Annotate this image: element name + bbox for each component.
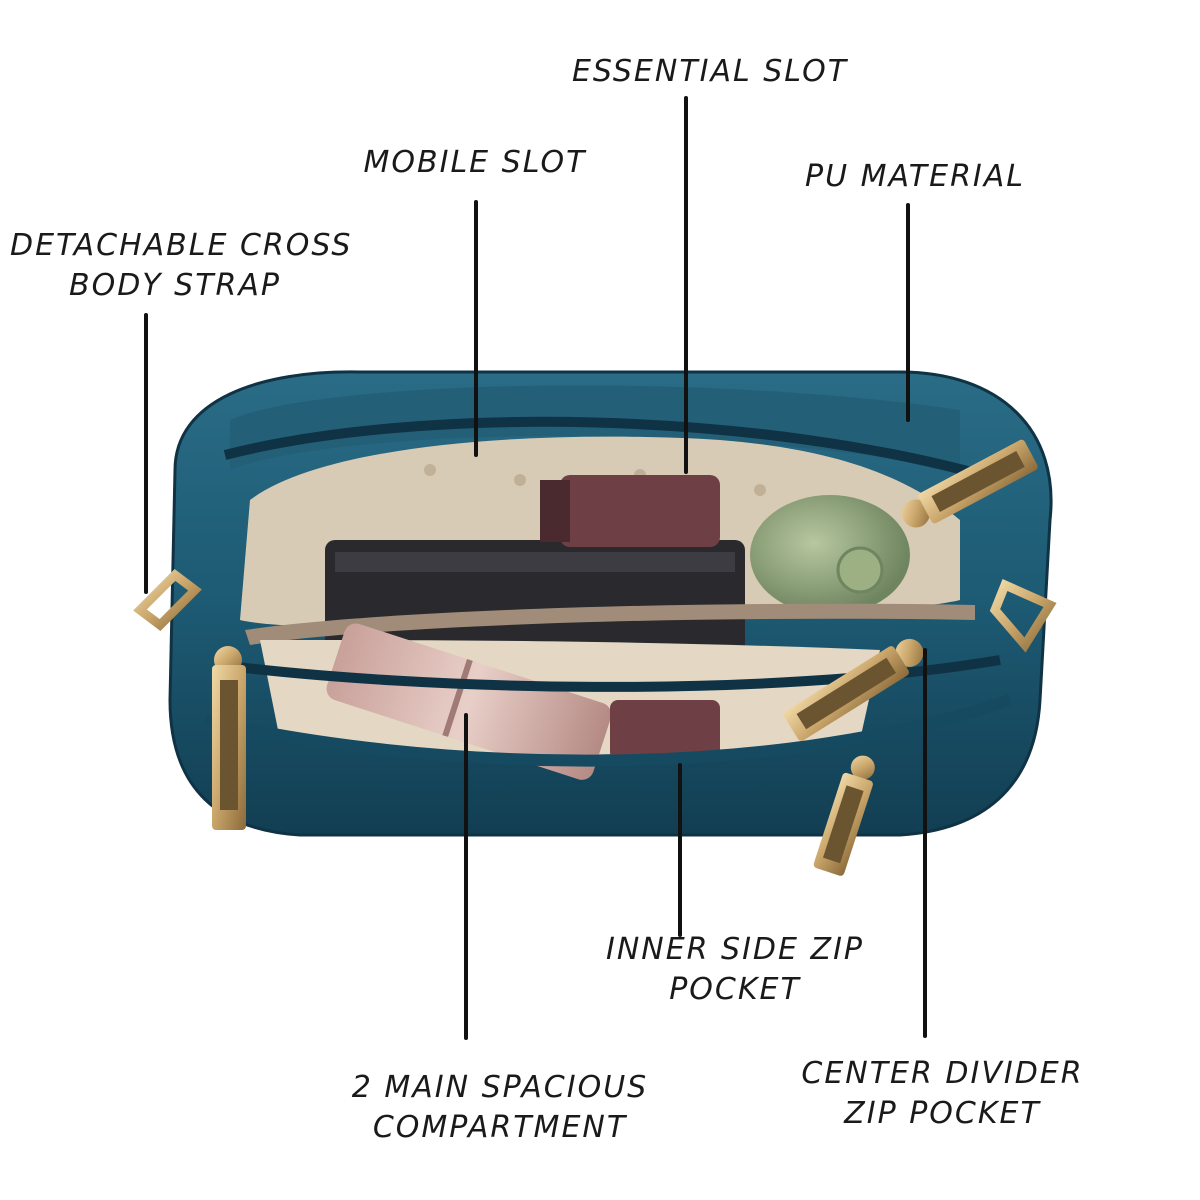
label-inner-zip-line1: INNER SIDE ZIP — [605, 932, 865, 967]
label-inner-zip-line2: POCKET — [669, 972, 801, 1007]
label-center-divider: CENTER DIVIDER ZIP POCKET — [800, 1054, 1085, 1134]
label-essential-slot: ESSENTIAL SLOT — [560, 52, 860, 92]
label-strap-line1: DETACHABLE CROSS — [10, 228, 353, 263]
label-strap-line2: BODY STRAP — [69, 268, 281, 303]
label-inner-side-zip: INNER SIDE ZIP POCKET — [600, 930, 870, 1010]
d-ring-left — [133, 569, 202, 631]
bottle-item — [750, 495, 910, 615]
label-main-comp-line1: 2 MAIN SPACIOUS — [351, 1070, 649, 1105]
label-mobile-slot: MOBILE SLOT — [350, 143, 600, 183]
label-center-div-line2: ZIP POCKET — [844, 1096, 1041, 1131]
label-pu-material: PU MATERIAL — [795, 157, 1035, 197]
leader-lines — [144, 96, 927, 1040]
zipper-puller-top-right — [901, 439, 1038, 528]
zipper-puller-front-right — [813, 755, 875, 876]
label-center-div-line1: CENTER DIVIDER — [801, 1056, 1084, 1091]
label-detachable-strap: DETACHABLE CROSS BODY STRAP — [10, 226, 353, 306]
label-main-comp-line2: COMPARTMENT — [372, 1110, 628, 1145]
zipper-puller-left — [212, 646, 246, 830]
label-mobile-slot-text: MOBILE SLOT — [363, 145, 587, 180]
pink-lipstick-item — [326, 623, 612, 780]
lipstick-item — [560, 475, 720, 547]
label-essential-slot-text: ESSENTIAL SLOT — [571, 54, 849, 89]
d-ring-right — [989, 578, 1057, 653]
label-pu-material-text: PU MATERIAL — [804, 159, 1026, 194]
label-main-compartment: 2 MAIN SPACIOUS COMPARTMENT — [340, 1068, 660, 1148]
handbag — [133, 370, 1057, 876]
zipper-puller-center — [783, 638, 924, 741]
